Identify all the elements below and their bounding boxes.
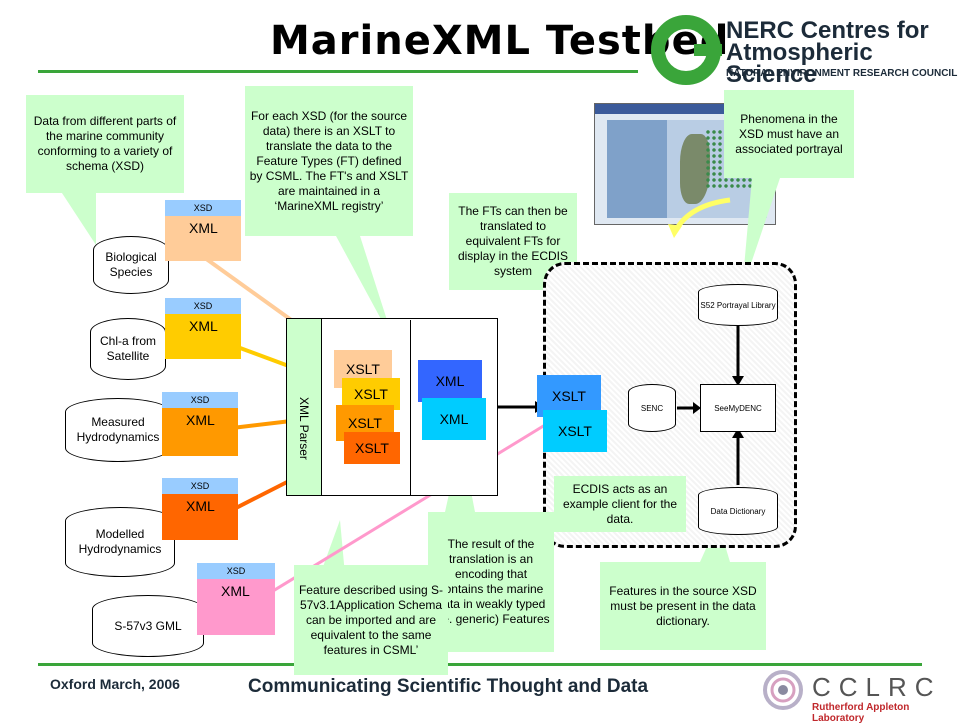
source-chla-satellite: Chl-a from Satellite	[90, 318, 166, 380]
footer-tagline: Communicating Scientific Thought and Dat…	[248, 676, 649, 697]
xsd-header-measured: XSD	[162, 392, 238, 408]
note-features-source: Features in the source XSD must be prese…	[600, 562, 766, 650]
xml-doc-measured: XML	[162, 408, 238, 456]
note-xslt-info: For each XSD (for the source data) there…	[245, 86, 413, 236]
xml-doc-bio: XML	[165, 216, 241, 261]
s52-portrayal-library: S52 Portrayal Library	[698, 284, 778, 326]
xml-parser: XML Parser	[286, 318, 322, 496]
xml-output-2: XML	[422, 398, 486, 440]
source-measured-hydrodynamics: Measured Hydrodynamics	[65, 398, 171, 462]
xslt-modelled: XSLT	[344, 432, 400, 464]
xslt-chla: XSLT	[342, 378, 400, 410]
xsd-header-modelled: XSD	[162, 478, 238, 494]
xml-output-1: XML	[418, 360, 482, 402]
xml-doc-chla: XML	[165, 314, 241, 359]
nerc-line1: NERC Centres for	[726, 17, 929, 44]
footer-location: Oxford March, 2006	[50, 676, 180, 692]
seemydenc: SeeMyDENC	[700, 384, 776, 432]
xsd-header-bio: XSD	[165, 200, 241, 216]
source-s57-gml: S-57v3 GML	[92, 595, 204, 657]
footer-rule	[38, 663, 922, 666]
xsd-header-chla: XSD	[165, 298, 241, 314]
nerc-title: NERC Centres for Atmospheric Science	[726, 17, 960, 88]
output-column	[410, 320, 498, 496]
nerc-logo-icon	[650, 14, 724, 86]
cclrc-sub: Rutherford Appleton Laboratory	[812, 702, 910, 724]
note-s57: Feature described using S-57v3.1Applicat…	[294, 565, 448, 675]
xsd-header-s57: XSD	[197, 563, 275, 579]
source-modelled-hydrodynamics: Modelled Hydrodynamics	[65, 507, 175, 577]
title-rule	[38, 70, 638, 73]
data-dictionary: Data Dictionary	[698, 487, 778, 535]
nerc-subtitle: NATURAL ENVIRONMENT RESEARCH COUNCIL	[726, 68, 958, 79]
note-phenomena: Phenomena in the XSD must have an associ…	[724, 90, 854, 178]
xml-doc-modelled: XML	[162, 494, 238, 540]
xslt-ecdis-2: XSLT	[543, 410, 607, 452]
cclrc-logo-icon	[760, 667, 806, 713]
cclrc-name: CCLRC	[812, 672, 942, 702]
note-result: The result of the translation is an enco…	[428, 512, 554, 652]
source-biological-species: Biological Species	[93, 236, 169, 294]
senc: SENC	[628, 384, 676, 432]
nerc-line2: Atmospheric Science	[726, 39, 873, 88]
note-ecdis: ECDIS acts as an example client for the …	[554, 476, 686, 532]
note-data-sources: Data from different parts of the marine …	[26, 95, 184, 193]
xml-doc-s57: XML	[197, 579, 275, 635]
xml-parser-label: XML Parser	[297, 397, 311, 460]
